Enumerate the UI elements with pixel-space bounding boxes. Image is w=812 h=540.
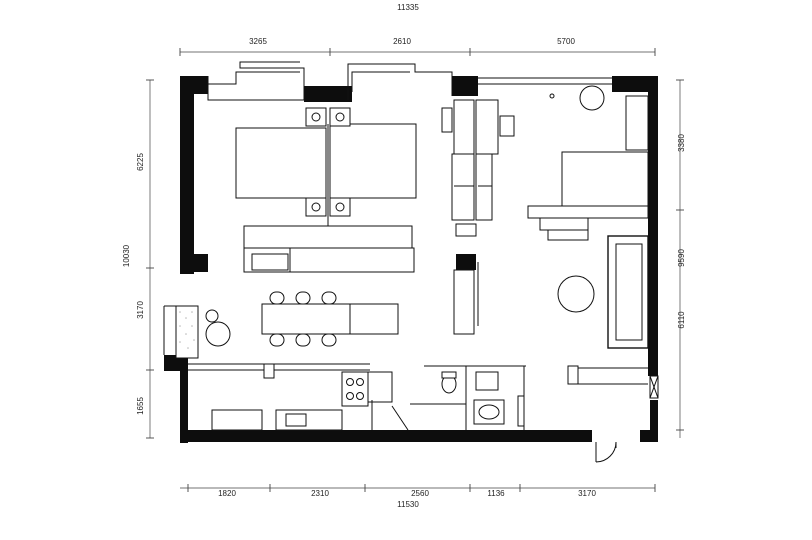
bed-right — [329, 123, 417, 199]
dining-table — [261, 303, 399, 335]
dim-bottom-5: 3170 — [578, 489, 596, 498]
dim-top-3: 5700 — [557, 37, 575, 46]
entrance-door-swing — [595, 441, 617, 463]
bedroom — [235, 107, 417, 273]
wash-basin — [475, 371, 499, 391]
dimension-labels: 11335 3265 2610 5700 1820 2310 2560 1136… — [122, 3, 686, 509]
tv-cabinet — [561, 151, 649, 209]
kitchen — [188, 363, 409, 431]
dim-bottom-4: 1136 — [487, 489, 505, 498]
dim-right-2: 9590 — [677, 249, 686, 267]
bathroom — [410, 365, 526, 430]
dim-left-1: 6225 — [136, 153, 145, 171]
bed-left — [235, 127, 327, 199]
dimension-lines — [146, 48, 684, 492]
dim-top-1: 3265 — [249, 37, 267, 46]
window-bays — [207, 61, 612, 101]
dining-area — [163, 291, 399, 359]
dim-right-1: 3380 — [677, 134, 686, 152]
walls — [164, 76, 658, 443]
living-room — [453, 85, 649, 349]
coffee-table — [557, 275, 595, 313]
dim-top-total: 11335 — [397, 3, 419, 12]
dim-top-2: 2610 — [393, 37, 411, 46]
wardrobe — [243, 225, 413, 249]
entrance-area — [567, 365, 659, 463]
dim-left-3: 3170 — [136, 301, 145, 319]
study-area — [441, 99, 515, 237]
dim-bottom-3: 2560 — [411, 489, 429, 498]
dim-bottom-2: 2310 — [311, 489, 329, 498]
hatched-panel — [179, 311, 195, 349]
dim-bottom-total: 11530 — [397, 500, 419, 509]
dim-bottom-1: 1820 — [218, 489, 236, 498]
stove — [341, 371, 369, 407]
dim-left-2: 10030 — [122, 244, 131, 267]
round-table — [579, 85, 605, 111]
dim-left-4: 1655 — [136, 397, 145, 415]
dim-right-3: 6110 — [677, 311, 686, 329]
